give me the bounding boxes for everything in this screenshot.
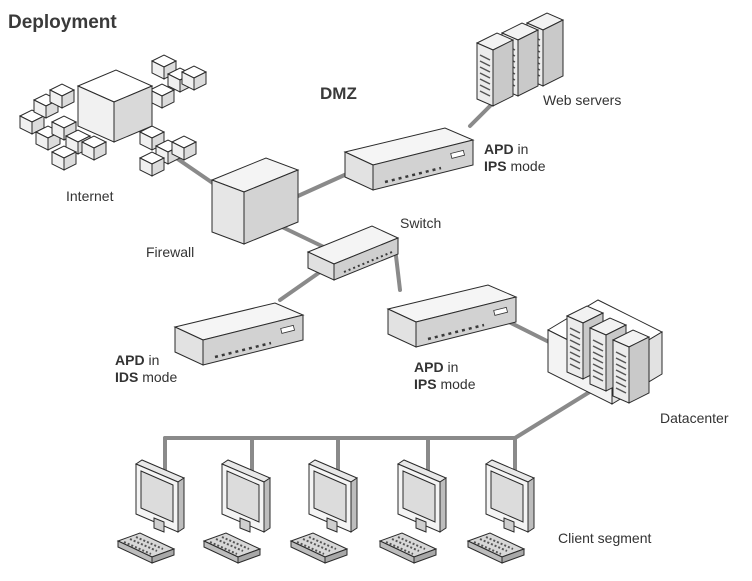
apd-ids-mode-type: IDS: [115, 369, 139, 385]
client-4-monitor-icon: [397, 459, 447, 533]
client-segment-label: Client segment: [558, 530, 652, 546]
firewall-label: Firewall: [146, 244, 195, 260]
apd-ids-in: in: [148, 352, 160, 368]
apd-dmz-mode-type: IPS: [484, 158, 507, 174]
apd-ips-device-icon: [386, 283, 518, 349]
firewall-icon: [210, 157, 300, 245]
diagram-title: Deployment: [8, 12, 117, 33]
apd-ips-mode-type: IPS: [414, 376, 437, 392]
apd-dmz-label: APD in IPS mode: [484, 141, 546, 175]
apd-dmz-device-icon: [343, 126, 475, 192]
apd-ids-mode: mode: [142, 369, 178, 385]
apd-ids-name: APD: [115, 352, 145, 368]
link-apd-ips-datacenter: [503, 318, 557, 347]
client-2-monitor-icon: [221, 459, 271, 533]
switch-label: Switch: [400, 215, 442, 231]
client-2-keyboard-icon: [203, 532, 261, 564]
apd-ips-name: APD: [414, 359, 444, 375]
web-servers-label: Web servers: [543, 92, 622, 108]
dmz-label: DMZ: [320, 84, 357, 103]
apd-ips-mode: mode: [440, 376, 476, 392]
client-1-keyboard-icon: [117, 532, 175, 564]
apd-ips-label: APD in IPS mode: [414, 359, 476, 393]
apd-ips-in: in: [447, 359, 459, 375]
link-switch-apd-ids: [278, 270, 322, 302]
internet-cloud-icon: [19, 54, 207, 177]
datacenter-label: Datacenter: [660, 410, 729, 426]
apd-ids-device-icon: [173, 301, 305, 367]
datacenter-icon: [546, 299, 664, 405]
apd-dmz-mode: mode: [510, 158, 546, 174]
apd-dmz-in: in: [517, 141, 529, 157]
switch-icon: [306, 225, 400, 281]
link-datacenter-clients: [513, 386, 598, 440]
client-4-keyboard-icon: [379, 532, 437, 564]
apd-dmz-name: APD: [484, 141, 514, 157]
client-workstations: [117, 459, 535, 564]
client-5-keyboard-icon: [467, 532, 525, 564]
link-switch-apd-ips: [394, 254, 402, 292]
client-1-monitor-icon: [135, 459, 185, 533]
client-3-monitor-icon: [308, 459, 358, 533]
client-3-keyboard-icon: [290, 532, 348, 564]
apd-ids-label: APD in IDS mode: [115, 352, 177, 386]
internet-label: Internet: [66, 188, 114, 204]
client-5-monitor-icon: [485, 459, 535, 533]
